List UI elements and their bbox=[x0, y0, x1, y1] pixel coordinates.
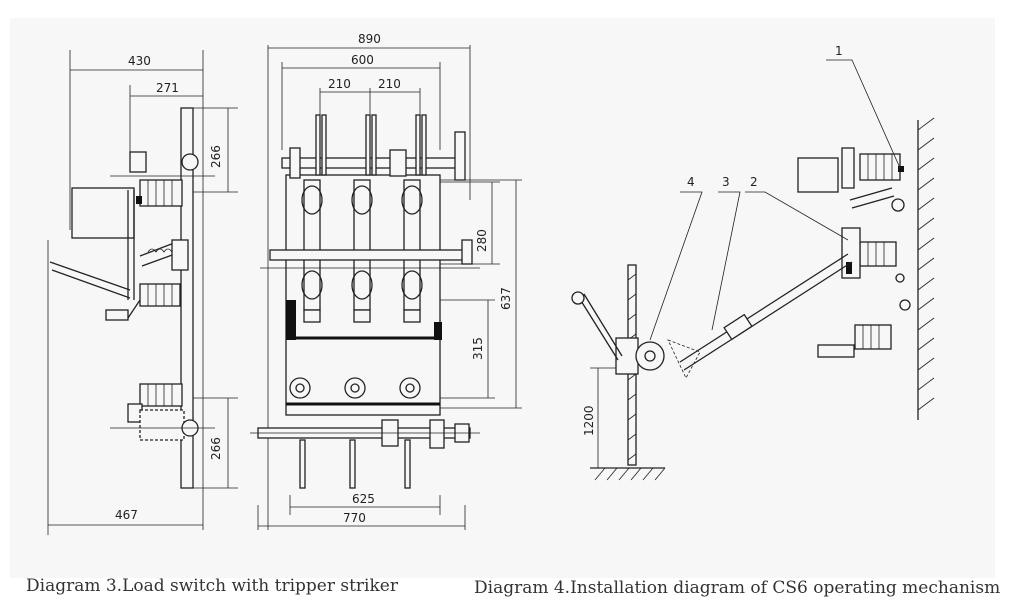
pole-3 bbox=[401, 114, 427, 323]
dim-770: 770 bbox=[343, 511, 366, 525]
dim-266-top: 266 bbox=[209, 145, 223, 168]
side-view: 430 271 266 266 467 bbox=[47, 50, 238, 535]
dim-271: 271 bbox=[156, 81, 179, 95]
dim-430: 430 bbox=[128, 54, 151, 68]
dim-210-right: 210 bbox=[378, 77, 401, 91]
dim-467: 467 bbox=[115, 508, 138, 522]
pole-2 bbox=[351, 114, 377, 323]
diagram4-caption: Diagram 4.Installation diagram of CS6 op… bbox=[474, 578, 1001, 598]
dim-210-left: 210 bbox=[328, 77, 351, 91]
front-view: 890 600 210 210 280 637 315 625 770 bbox=[250, 32, 522, 530]
cs6-installation: 1200 1 2 3 4 bbox=[571, 44, 935, 481]
wall-hatch bbox=[917, 117, 935, 411]
dim-280: 280 bbox=[475, 229, 489, 252]
callout-3: 3 bbox=[722, 175, 730, 189]
callout-1: 1 bbox=[835, 44, 843, 58]
dim-1200: 1200 bbox=[582, 405, 596, 436]
dim-266-bottom: 266 bbox=[209, 437, 223, 460]
dim-315: 315 bbox=[471, 337, 485, 360]
callout-2: 2 bbox=[750, 175, 758, 189]
diagram3-caption: Diagram 3.Load switch with tripper strik… bbox=[26, 576, 398, 596]
dim-890: 890 bbox=[358, 32, 381, 46]
callout-4: 4 bbox=[687, 175, 695, 189]
dim-600: 600 bbox=[351, 53, 374, 67]
pole-1 bbox=[301, 114, 327, 323]
dim-625: 625 bbox=[352, 492, 375, 506]
dim-637: 637 bbox=[499, 287, 513, 310]
